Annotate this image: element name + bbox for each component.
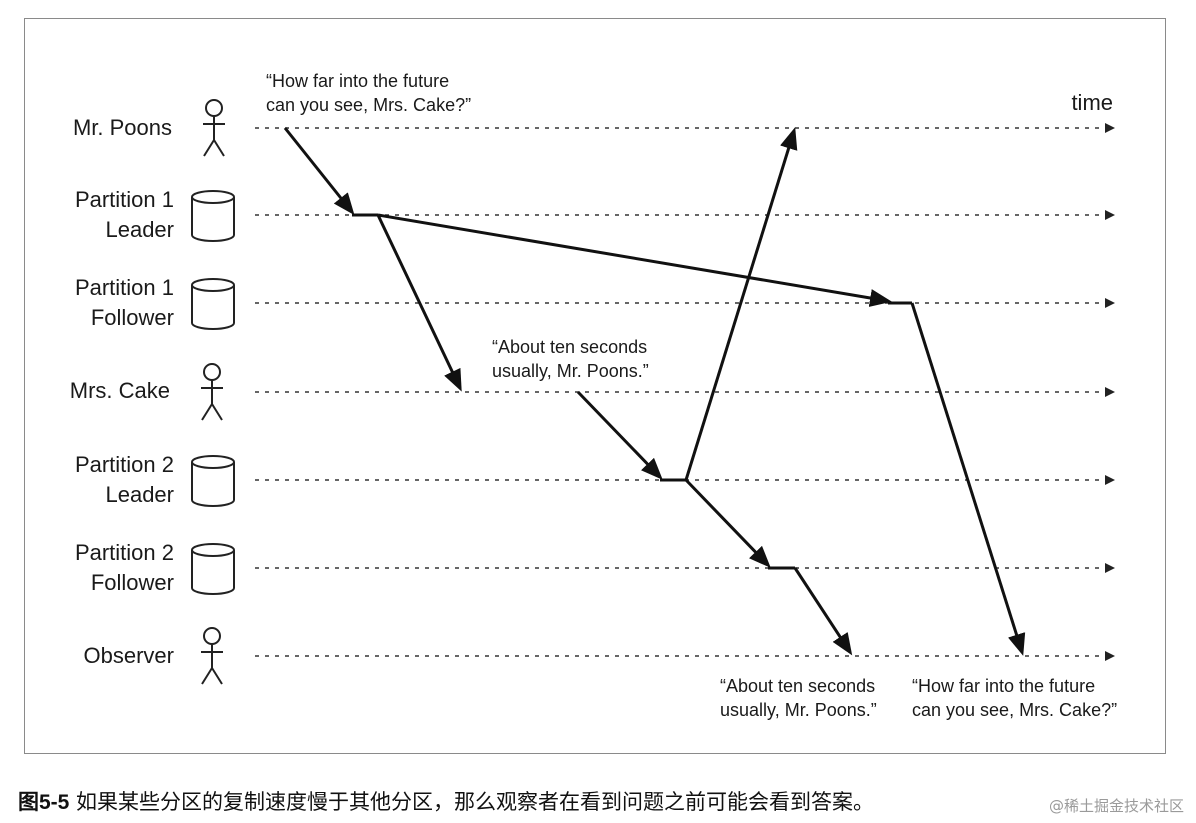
arrow-p1-leader-to-p1-follower xyxy=(377,213,892,307)
actor-label-mrs-cake: Mrs. Cake xyxy=(70,378,170,403)
actor-label-p2-leader-line1: Partition 2 xyxy=(75,452,174,477)
time-axis-label: time xyxy=(1071,90,1113,115)
arrow-p2-follower-to-observer xyxy=(793,567,853,656)
actor-label-p1-leader-line2: Leader xyxy=(105,217,174,242)
arrow-question-to-p1-leader xyxy=(283,127,355,216)
actor-label-p2-leader-line2: Leader xyxy=(105,482,174,507)
actor-label-mr-poons: Mr. Poons xyxy=(73,115,172,140)
actor-labels: Mr. Poons Partition 1 Leader Partition 1… xyxy=(70,115,174,668)
database-icon xyxy=(191,278,235,330)
person-icon xyxy=(203,99,225,157)
database-icon xyxy=(191,543,235,595)
quote-question-top-line1: “How far into the future xyxy=(266,71,449,91)
person-icon xyxy=(201,363,223,421)
diagram-frame xyxy=(24,18,1166,754)
quote-question-observed-line1: “How far into the future xyxy=(912,676,1095,696)
quote-answer-observed-line2: usually, Mr. Poons.” xyxy=(720,700,877,720)
caption-text: 如果某些分区的复制速度慢于其他分区，那么观察者在看到问题之前可能会看到答案。 xyxy=(69,790,875,814)
actor-label-p1-follower-line2: Follower xyxy=(91,305,174,330)
arrow-answer-to-p2-leader xyxy=(576,390,663,480)
arrow-p1-follower-to-observer xyxy=(910,302,1026,656)
message-arrows xyxy=(283,127,1026,656)
arrow-p2-leader-to-mr-poons xyxy=(684,127,798,481)
person-icon xyxy=(201,627,223,685)
quote-answer-middle-line2: usually, Mr. Poons.” xyxy=(492,361,649,381)
actor-label-p1-leader-line1: Partition 1 xyxy=(75,187,174,212)
quote-answer-middle-line1: “About ten seconds xyxy=(492,337,647,357)
quote-question-top-line2: can you see, Mrs. Cake?” xyxy=(266,95,471,115)
database-icon xyxy=(191,455,235,507)
timelines xyxy=(255,123,1115,661)
watermark-text: @稀土掘金技术社区 xyxy=(1048,797,1184,815)
arrow-p2-leader-to-p2-follower xyxy=(684,478,771,568)
quote-question-observed-line2: can you see, Mrs. Cake?” xyxy=(912,700,1117,720)
actor-label-p1-follower-line1: Partition 1 xyxy=(75,275,174,300)
quote-answer-observed-line1: “About ten seconds xyxy=(720,676,875,696)
database-icon xyxy=(191,190,235,242)
actor-label-p2-follower-line2: Follower xyxy=(91,570,174,595)
arrow-p1-leader-to-mrs-cake xyxy=(376,214,462,392)
figure-caption: 图5-5 如果某些分区的复制速度慢于其他分区，那么观察者在看到问题之前可能会看到… xyxy=(18,786,874,816)
actor-label-p2-follower-line1: Partition 2 xyxy=(75,540,174,565)
figure-number: 图5-5 xyxy=(18,791,70,814)
actor-label-observer: Observer xyxy=(84,643,174,668)
